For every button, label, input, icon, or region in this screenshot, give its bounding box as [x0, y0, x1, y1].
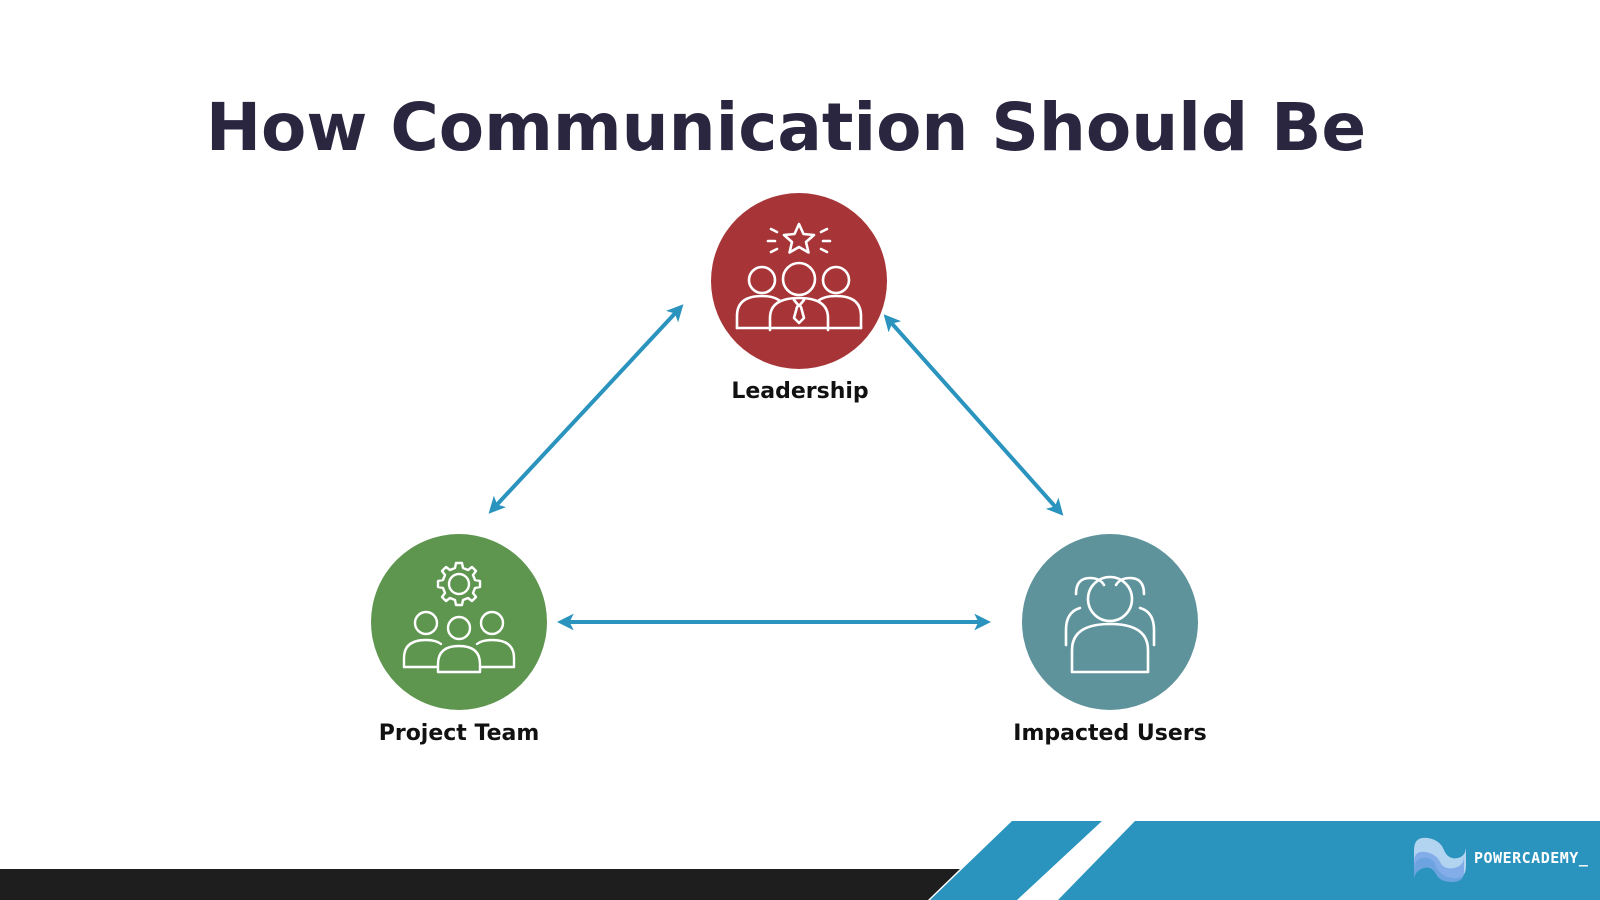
arrow-leadership-project-team	[488, 304, 684, 514]
leadership-label: Leadership	[731, 379, 869, 404]
powercademy-logo-icon	[1414, 837, 1466, 882]
node-project-team	[371, 534, 547, 710]
node-leadership	[711, 193, 887, 369]
brand-logo: POWERCADEMY_	[1410, 832, 1588, 884]
project-team-label: Project Team	[378, 721, 540, 746]
brand-name: POWERCADEMY_	[1474, 849, 1589, 867]
footer-dark-band	[0, 869, 960, 900]
project-team-circle	[371, 534, 547, 710]
leadership-circle	[711, 193, 887, 369]
footer-blue-stripe	[930, 821, 1102, 900]
team-gear-icon	[402, 561, 516, 674]
footer-blue-band	[1058, 821, 1600, 900]
users-group-icon	[1064, 575, 1156, 674]
impacted-users-label: Impacted Users	[1013, 721, 1207, 746]
leader-group-star-icon	[735, 222, 863, 332]
arrow-leadership-impacted-users	[883, 314, 1064, 516]
slide-title: How Communication Should Be	[205, 89, 1367, 166]
node-impacted-users	[1022, 534, 1198, 710]
